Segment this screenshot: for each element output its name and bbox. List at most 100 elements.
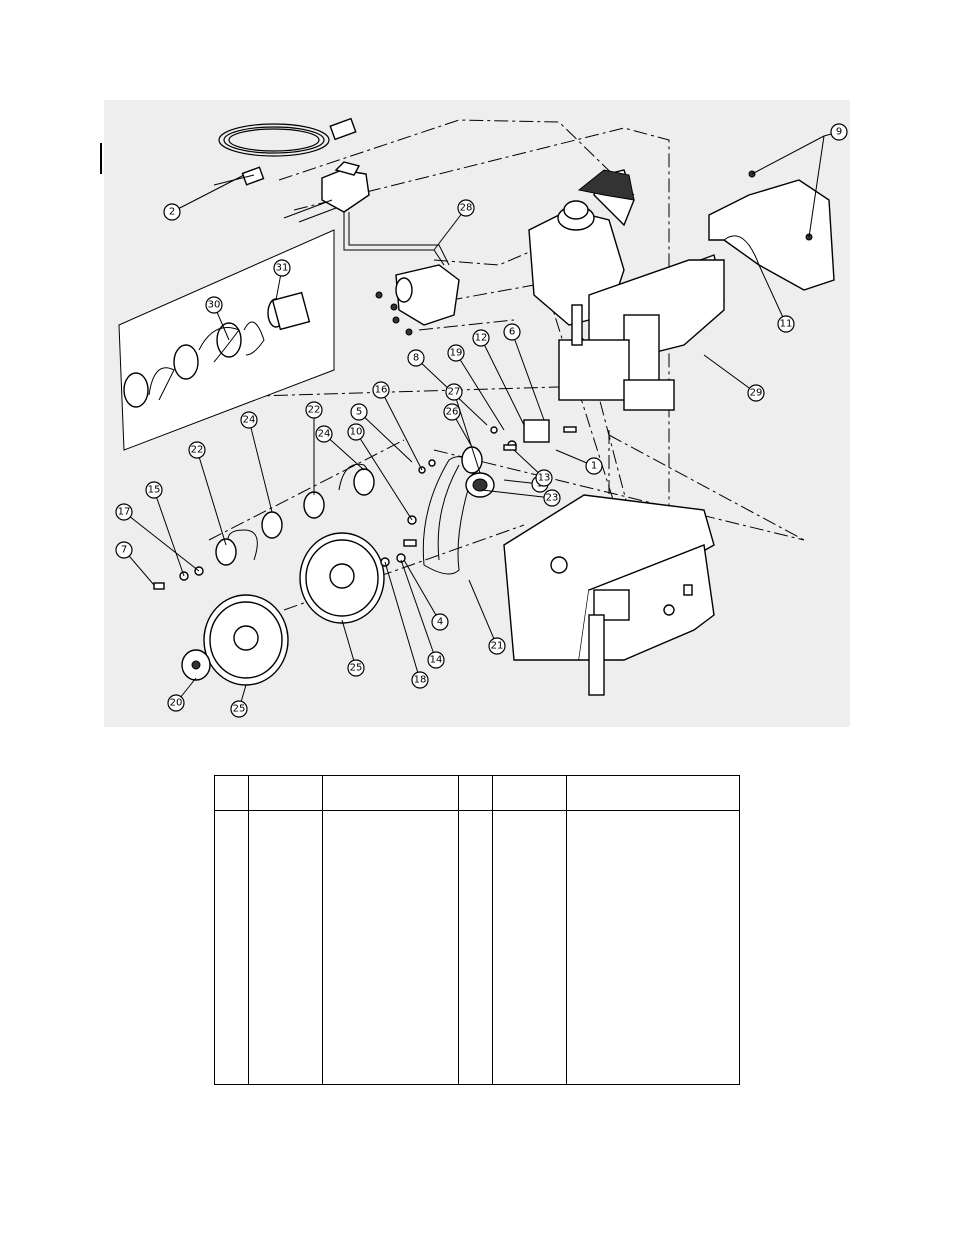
cell-ref-right <box>458 810 493 1085</box>
callout-13: 13 <box>513 449 553 487</box>
callout-circle <box>503 323 521 341</box>
callout-7: 7 <box>115 541 155 586</box>
cell-part-left <box>248 810 323 1085</box>
callout-circle <box>205 296 223 314</box>
callout-circle <box>747 384 765 402</box>
callout-circle <box>431 613 449 631</box>
callout-label: 10 <box>350 427 363 438</box>
belts <box>227 456 475 575</box>
callout-label: 18 <box>414 675 427 686</box>
callout-10: 10 <box>347 423 413 521</box>
callout-9: 9 <box>823 123 848 141</box>
table-row <box>214 810 740 1085</box>
callout-28: 28 <box>433 199 475 251</box>
callout-24: 24 <box>315 425 365 471</box>
callout-label: 19 <box>450 348 463 359</box>
frame-chassis <box>503 494 715 696</box>
callout-label: 1 <box>591 461 597 472</box>
callout-leader <box>758 264 787 325</box>
exploded-parts-diagram: 1234567891011121314151617181920212222232… <box>104 100 850 727</box>
pulleys <box>181 446 495 686</box>
callout-29: 29 <box>703 354 765 402</box>
callout-2: 2 <box>163 174 245 221</box>
callout-label: 5 <box>356 407 362 418</box>
callout-circle <box>347 423 365 441</box>
callout-circle <box>777 315 795 333</box>
callout-8: 8 <box>407 349 488 426</box>
callout-31: 31 <box>273 259 291 301</box>
callout-leader <box>358 411 413 463</box>
callout-label: 16 <box>375 385 388 396</box>
callout-label: 30 <box>208 300 221 311</box>
callout-circle <box>407 349 425 367</box>
callout-leader <box>403 559 441 623</box>
callout-label: 7 <box>121 545 127 556</box>
callout-label: 8 <box>413 353 419 364</box>
inset-panel <box>118 229 335 451</box>
callout-circle <box>830 123 848 141</box>
callout-circle <box>488 637 506 655</box>
callout-label: 12 <box>475 333 488 344</box>
callout-11: 11 <box>758 264 795 333</box>
header-desc-left <box>322 775 459 811</box>
cell-ref-left <box>214 810 249 1085</box>
callout-circle <box>315 425 333 443</box>
callout-22: 22 <box>188 441 227 546</box>
callout-circle <box>411 671 429 689</box>
callout-leader <box>248 419 273 513</box>
callout-label: 6 <box>509 327 515 338</box>
engine-shroud <box>708 135 835 291</box>
callout-circle <box>115 541 133 559</box>
callout-label: 22 <box>308 405 321 416</box>
callout-24: 24 <box>240 411 273 513</box>
callout-12: 12 <box>472 329 525 426</box>
callout-17: 17 <box>115 503 200 572</box>
callout-label: 24 <box>243 415 256 426</box>
margin-mark <box>100 143 102 174</box>
callout-circle <box>230 700 248 718</box>
callout-layer: 1234567891011121314151617181920212222232… <box>115 123 848 718</box>
callout-19: 19 <box>447 344 505 431</box>
callout-circle <box>457 199 475 217</box>
callout-label: 25 <box>350 663 363 674</box>
callout-circle <box>188 441 206 459</box>
hardware <box>153 419 577 590</box>
header-ref-left <box>214 775 249 811</box>
callout-circle <box>372 381 390 399</box>
callout-circle <box>305 401 323 419</box>
callout-20: 20 <box>167 677 197 712</box>
callout-26: 26 <box>443 403 473 448</box>
callout-leader <box>511 331 545 421</box>
callout-4: 4 <box>403 559 449 631</box>
callout-label: 31 <box>276 263 289 274</box>
callout-leader <box>468 579 498 647</box>
callout-circle <box>585 457 603 475</box>
callout-27: 27 <box>445 383 481 474</box>
callout-6: 6 <box>503 323 545 421</box>
callout-leader <box>400 559 437 661</box>
callout-label: 11 <box>780 319 793 330</box>
callout-15: 15 <box>145 481 185 577</box>
callout-leader <box>384 561 421 681</box>
callout-circle <box>445 383 463 401</box>
cell-part-right <box>492 810 567 1085</box>
callout-label: 13 <box>538 473 551 484</box>
callout-label: 17 <box>118 507 131 518</box>
cell-desc-right <box>566 810 740 1085</box>
callout-leader <box>380 389 423 471</box>
callout-leader <box>481 489 553 499</box>
callout-23: 23 <box>481 489 561 507</box>
engine <box>528 169 725 411</box>
callout-label: 29 <box>750 388 763 399</box>
callout-circle <box>472 329 490 347</box>
callout-circle <box>447 344 465 362</box>
callout-circle <box>167 694 185 712</box>
callout-circle <box>145 481 163 499</box>
callout-leader <box>171 174 245 213</box>
cell-desc-left <box>322 810 459 1085</box>
parts-table <box>214 775 740 1085</box>
callout-leader <box>703 354 757 394</box>
header-part-right <box>492 775 567 811</box>
callout-leader <box>355 431 413 521</box>
callout-label: 4 <box>437 617 443 628</box>
